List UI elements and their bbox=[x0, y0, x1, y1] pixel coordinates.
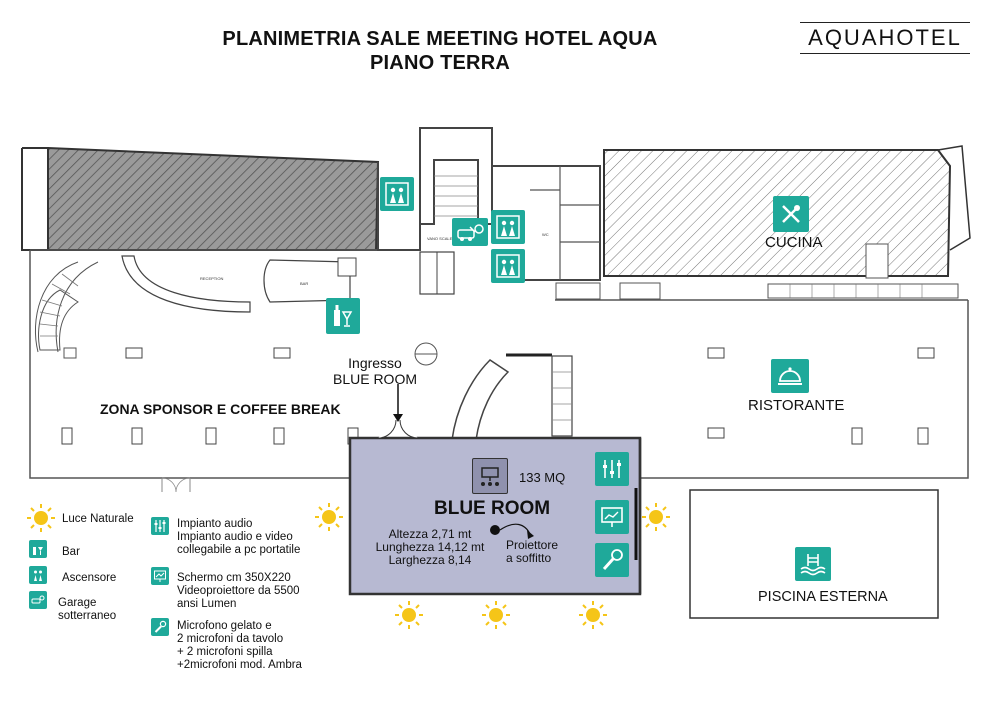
sun-icon bbox=[315, 503, 343, 531]
microphone-icon bbox=[595, 543, 629, 577]
legend-screen-line2: Videoproiettore da 5500 bbox=[177, 585, 300, 597]
legend-garage-line2: sotterraneo bbox=[58, 610, 117, 622]
legend-screen-line3: ansi Lumen bbox=[177, 598, 237, 610]
legend-garage-line1: Garage bbox=[58, 597, 97, 609]
legend-audio-line2: Impianto audio e video bbox=[177, 531, 293, 543]
sun-icon bbox=[395, 601, 423, 629]
blue-room-width: Larghezza 8,14 bbox=[388, 553, 472, 567]
legend-natural-light: Luce Naturale bbox=[62, 513, 134, 525]
blue-room-height: Altezza 2,71 mt bbox=[388, 527, 472, 541]
garage-icon bbox=[29, 591, 47, 609]
legend-audio-line1: Impianto audio bbox=[177, 518, 253, 530]
sun-icon bbox=[27, 504, 55, 532]
sun-icon bbox=[482, 601, 510, 629]
blue-room-dimensions: Altezza 2,71 mt Lunghezza 14,12 mt Largh… bbox=[368, 528, 492, 567]
page-title: PLANIMETRIA SALE MEETING HOTEL AQUA bbox=[222, 28, 658, 50]
projector-note-line2: a soffitto bbox=[506, 551, 552, 565]
page-subtitle: PIANO TERRA bbox=[370, 52, 510, 74]
bar-icon bbox=[326, 298, 360, 334]
restaurant-cloche-icon bbox=[771, 359, 809, 393]
restaurant-label: RISTORANTE bbox=[748, 397, 845, 414]
bar-small-label: BAR bbox=[300, 281, 309, 286]
legend-screen: Schermo cm 350X220 Videoproiettore da 55… bbox=[177, 572, 300, 611]
garage-icon bbox=[452, 218, 488, 246]
entrance-label-line2: BLUE ROOM bbox=[332, 371, 417, 387]
legend-screen-line1: Schermo cm 350X220 bbox=[177, 572, 291, 584]
kitchen-label: CUCINA bbox=[765, 234, 823, 251]
wc-label: WC bbox=[542, 232, 549, 237]
sun-icon bbox=[642, 503, 670, 531]
sun-icon bbox=[579, 601, 607, 629]
pool-label: PISCINA ESTERNA bbox=[758, 589, 888, 605]
legend-audio-line3: collegabile a pc portatile bbox=[177, 544, 301, 556]
legend-microphones: Microfono gelato e 2 microfoni da tavolo… bbox=[177, 620, 302, 672]
blue-room-title: BLUE ROOM bbox=[434, 498, 551, 519]
blue-room-area: 133 MQ bbox=[519, 470, 566, 485]
elevator-icon bbox=[491, 210, 525, 244]
legend-microphones-line3: + 2 microfoni spilla bbox=[177, 646, 273, 658]
projector-note-line1: Proiettore bbox=[506, 538, 559, 552]
legend-audio: Impianto audio Impianto audio e video co… bbox=[177, 518, 300, 557]
blue-room-length: Lunghezza 14,12 mt bbox=[375, 540, 485, 554]
projector-screen-icon bbox=[151, 567, 169, 585]
legend-microphones-line4: +2microfoni mod. Ambra bbox=[177, 659, 302, 671]
elevator-icon bbox=[29, 566, 47, 584]
legend-microphones-line2: 2 microfoni da tavolo bbox=[177, 633, 284, 645]
pool-icon bbox=[795, 547, 831, 581]
audio-mixer-icon bbox=[151, 517, 169, 535]
stairs-label: VANO SCALE bbox=[427, 236, 453, 241]
legend-bar: Bar bbox=[62, 546, 80, 558]
bar-icon bbox=[29, 540, 47, 558]
elevator-icon bbox=[380, 177, 414, 211]
hotel-logo: AQUAHOTEL bbox=[800, 22, 970, 54]
elevator-icon bbox=[491, 249, 525, 283]
legend-microphones-line1: Microfono gelato e bbox=[177, 620, 272, 632]
entrance-label-line1: Ingresso bbox=[348, 355, 402, 371]
projector-screen-icon bbox=[595, 500, 629, 534]
legend-garage: Garage sotterraneo bbox=[58, 597, 116, 623]
entrance-label: Ingresso BLUE ROOM bbox=[330, 355, 420, 387]
kitchen-utensils-icon bbox=[773, 196, 809, 232]
conference-table-icon bbox=[472, 458, 508, 494]
projector-note: Proiettore a soffitto bbox=[506, 539, 558, 565]
audio-mixer-icon bbox=[595, 452, 629, 486]
sponsor-zone-label: ZONA SPONSOR E COFFEE BREAK bbox=[100, 401, 341, 417]
legend-elevator: Ascensore bbox=[62, 572, 117, 584]
reception-label: RECEPTION bbox=[200, 276, 224, 281]
microphone-icon bbox=[151, 618, 169, 636]
